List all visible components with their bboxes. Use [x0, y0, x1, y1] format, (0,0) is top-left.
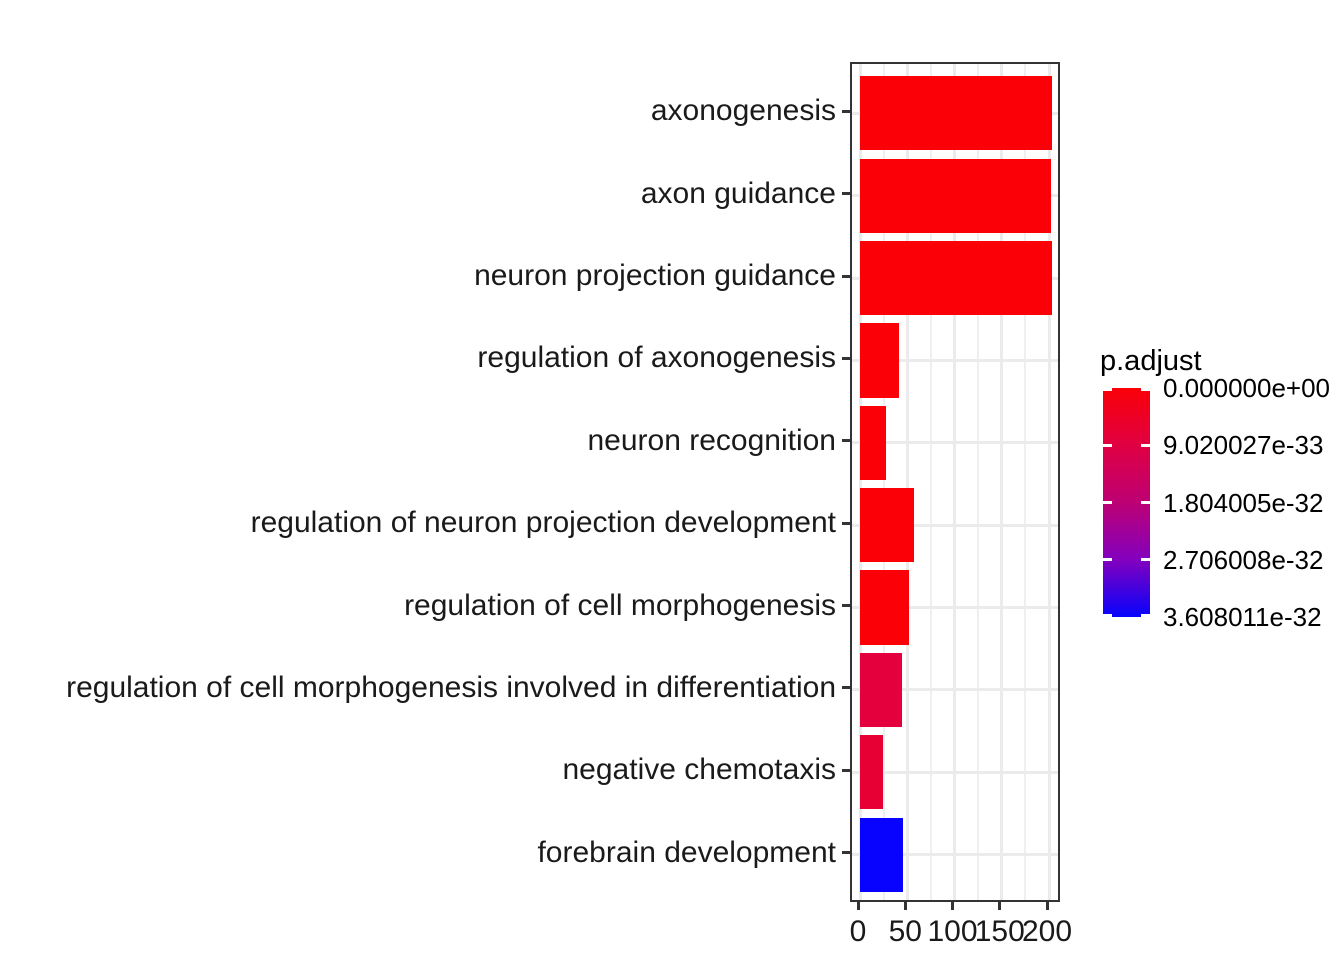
x-tick-label: 0 [849, 915, 867, 948]
bar-forebrain-development [860, 817, 904, 892]
y-tick [842, 521, 850, 525]
bar-regulation-of-neuron-projection-development [860, 488, 914, 563]
bar-axon-guidance [860, 158, 1051, 233]
y-axis-label: forebrain development [537, 835, 836, 869]
colorbar-tick [1141, 558, 1150, 562]
x-tick [1045, 902, 1049, 910]
y-tick [842, 439, 850, 443]
legend-title: p.adjust [1100, 345, 1202, 377]
gridline-x-major [1047, 64, 1051, 900]
y-tick [842, 274, 850, 278]
bar-regulation-of-cell-morphogenesis [860, 570, 910, 645]
x-tick-label: 50 [888, 915, 922, 948]
colorbar-tick [1103, 443, 1112, 447]
gridline-y-major [852, 853, 1058, 857]
colorbar-tick [1141, 614, 1150, 617]
bar-regulation-of-cell-morphogenesis-involved-in-differentiation [860, 652, 902, 727]
legend-tick-label: 3.608011e-32 [1163, 602, 1322, 632]
gridline-x-minor [929, 64, 932, 900]
y-axis-label: regulation of neuron projection developm… [250, 506, 836, 540]
bar-negative-chemotaxis [860, 735, 883, 810]
gridline-y-major [852, 688, 1058, 692]
y-tick [842, 768, 850, 772]
legend-tick-label: 9.020027e-33 [1163, 430, 1324, 461]
legend-tick-label: 2.706008e-32 [1163, 544, 1324, 575]
colorbar-tick [1103, 501, 1112, 504]
y-axis-label: negative chemotaxis [562, 753, 837, 787]
x-tick-label: 100 [927, 915, 978, 948]
gridline-y-major [852, 770, 1058, 774]
gridline-y-major [852, 523, 1058, 527]
gridline-x-minor [977, 64, 980, 900]
legend-tick-label: 1.804005e-32 [1163, 487, 1324, 518]
y-tick [842, 686, 850, 690]
plot-panel [850, 62, 1060, 902]
gridline-y-major [852, 358, 1058, 362]
y-tick [842, 109, 850, 113]
gridline-y-major [852, 441, 1058, 445]
y-axis-label: regulation of axonogenesis [477, 341, 836, 375]
x-tick-label: 150 [974, 915, 1025, 948]
y-tick [842, 192, 850, 196]
bar-regulation-of-axonogenesis [860, 323, 899, 398]
x-tick [951, 902, 954, 910]
gridline-x-major [858, 64, 862, 900]
pvalue-colorbar [1103, 388, 1150, 617]
x-tick [856, 902, 860, 910]
y-axis-label: regulation of cell morphogenesis involve… [66, 670, 836, 704]
y-axis-label: neuron projection guidance [474, 259, 836, 293]
y-axis-label: regulation of cell morphogenesis [404, 588, 836, 622]
y-tick [842, 604, 850, 608]
colorbar-tick [1141, 443, 1150, 447]
y-axis-label: axonogenesis [650, 94, 836, 128]
bar-neuron-projection-guidance [860, 241, 1052, 316]
gridline-y-major [852, 606, 1058, 610]
y-tick [842, 851, 850, 855]
x-tick-label: 200 [1021, 915, 1073, 948]
colorbar-tick [1141, 501, 1150, 504]
gridline-x-minor [1024, 64, 1027, 900]
gridline-x-major [905, 64, 909, 900]
x-tick [998, 902, 1002, 910]
gridline-x-major [953, 64, 956, 900]
bar-neuron-recognition [860, 405, 887, 480]
colorbar-tick [1141, 388, 1150, 391]
colorbar-tick [1103, 558, 1112, 562]
legend-tick-label: 0.000000e+00 [1163, 373, 1331, 403]
gridline-x-major [1000, 64, 1004, 900]
colorbar-tick [1103, 388, 1112, 391]
y-axis-label: axon guidance [640, 176, 836, 210]
gridline-x-minor [882, 64, 885, 900]
x-tick [903, 902, 907, 910]
colorbar-tick [1103, 614, 1112, 617]
y-tick [842, 356, 850, 360]
bar-axonogenesis [860, 76, 1052, 151]
y-axis-label: neuron recognition [587, 423, 836, 457]
